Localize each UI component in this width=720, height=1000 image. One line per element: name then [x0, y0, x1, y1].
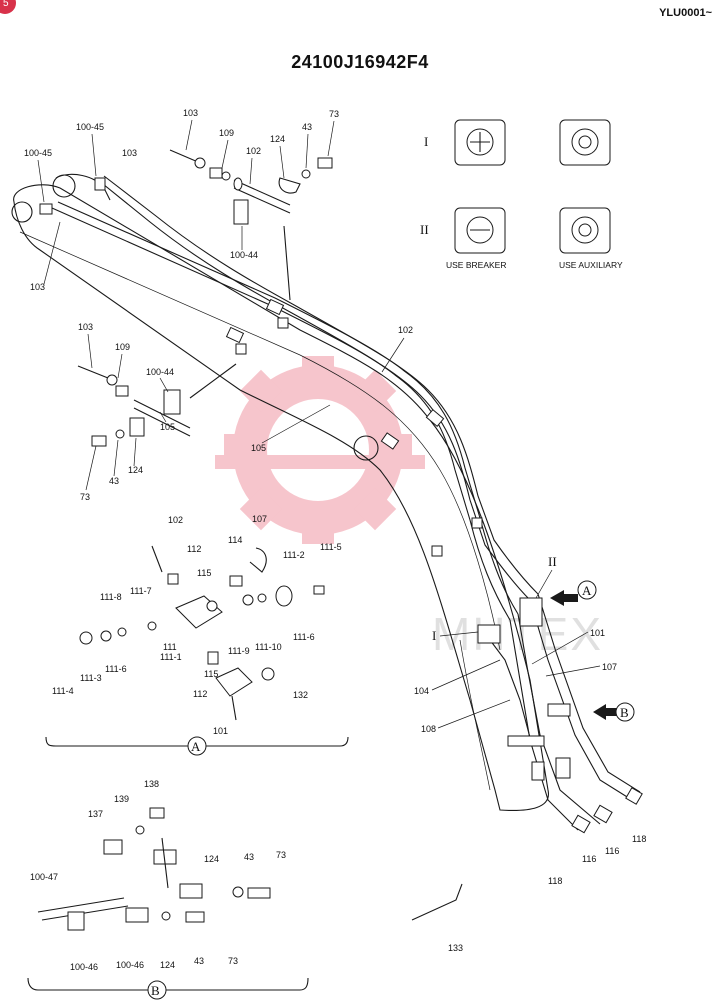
label-100-46-right: 100-46 — [116, 960, 144, 970]
arrow-marker-b — [593, 702, 635, 722]
label-100-44-upper: 100-44 — [230, 250, 258, 260]
label-124-middle: 124 — [128, 465, 143, 475]
label-102-upper: 102 — [246, 146, 261, 156]
label-105-middle: 105 — [160, 422, 175, 432]
label-124-detail-b-lower: 124 — [160, 960, 175, 970]
label-112-upper: 112 — [187, 544, 201, 554]
label-111-5: 111-5 — [320, 542, 342, 552]
label-103-top: 103 — [122, 148, 137, 158]
middle-clamp-parts — [77, 363, 237, 447]
label-137: 137 — [88, 809, 103, 819]
leader-lines — [37, 119, 601, 729]
label-116-left: 116 — [582, 854, 596, 864]
page-number: 5 — [3, 0, 9, 9]
label-112-lower: 112 — [193, 689, 207, 699]
use-breaker-label: USE BREAKER — [446, 260, 506, 270]
label-43-middle: 43 — [109, 476, 119, 486]
label-111-8: 111-8 — [100, 592, 122, 602]
detail-b-callout: B — [151, 983, 160, 998]
label-100-44-middle: 100-44 — [146, 367, 174, 377]
label-109-upper: 109 — [219, 128, 234, 138]
label-139: 139 — [114, 794, 129, 804]
label-111-3: 111-3 — [80, 673, 102, 683]
label-111-7: 111-7 — [130, 586, 152, 596]
label-118-left: 118 — [548, 876, 562, 886]
label-109-middle: 109 — [115, 342, 130, 352]
label-114: 114 — [228, 535, 242, 545]
part-number-title: 24100J16942F4 — [291, 52, 429, 72]
label-105-boom: 105 — [251, 443, 266, 453]
label-138: 138 — [144, 779, 159, 789]
inset-row-i-label: I — [424, 134, 428, 149]
valve-diagram-ii-left — [454, 207, 506, 254]
label-132: 132 — [293, 690, 308, 700]
detail-a-exploded-parts — [45, 545, 349, 756]
label-43-upper: 43 — [302, 122, 312, 132]
use-auxiliary-label: USE AUXILIARY — [559, 260, 623, 270]
label-100-46-left: 100-46 — [70, 962, 98, 972]
arrow-a-letter: A — [582, 583, 592, 598]
label-133: 133 — [448, 943, 463, 953]
label-111: 111 — [163, 642, 177, 652]
label-valve-ii: II — [548, 554, 557, 569]
label-73-detail-b-lower: 73 — [228, 956, 238, 966]
detail-b-exploded-parts — [27, 807, 309, 1000]
label-73-detail-b-upper: 73 — [276, 850, 286, 860]
part-number-labels: 100-45 100-45 103 103 103 103 109 102 12… — [24, 108, 646, 972]
label-101-detail-a: 101 — [213, 726, 228, 736]
label-101-right: 101 — [590, 628, 605, 638]
label-43-detail-b-lower: 43 — [194, 956, 204, 966]
model-code: YLU0001~ — [659, 7, 712, 19]
label-111-1: 111-1 — [160, 652, 182, 662]
label-124-detail-b-upper: 124 — [204, 854, 219, 864]
label-116-right: 116 — [605, 846, 619, 856]
hex-wrench-part — [411, 883, 463, 921]
label-111-10: 111-10 — [255, 642, 282, 652]
upper-clamp-parts — [169, 149, 333, 301]
arrow-marker-a — [550, 580, 597, 606]
arrow-b-letter: B — [620, 705, 629, 720]
label-111-9: 111-9 — [228, 646, 250, 656]
label-115-lower: 115 — [204, 669, 218, 679]
pipe-clamps — [39, 177, 483, 557]
label-107-right: 107 — [602, 662, 617, 672]
label-102-boom: 102 — [398, 325, 413, 335]
inset-row-ii-label: II — [420, 222, 429, 237]
label-104: 104 — [414, 686, 429, 696]
label-111-4: 111-4 — [52, 686, 74, 696]
label-124-upper: 124 — [270, 134, 285, 144]
valve-diagram-ii-right — [559, 207, 611, 254]
label-103-left: 103 — [30, 282, 45, 292]
label-73-upper: 73 — [329, 109, 339, 119]
page-number-tab[interactable]: 5 — [0, 0, 16, 14]
label-111-6-left: 111-6 — [105, 664, 127, 674]
valve-diagram-i-right — [559, 119, 611, 166]
label-73-middle: 73 — [80, 492, 90, 502]
label-111-2: 111-2 — [283, 550, 305, 560]
label-118-right: 118 — [632, 834, 646, 844]
selector-valve-assembly — [477, 597, 643, 834]
hydraulic-pipe-lines — [51, 175, 641, 831]
label-111-6-right: 111-6 — [293, 632, 315, 642]
valve-diagram-i-left — [454, 119, 506, 166]
gear-logo-icon — [215, 356, 425, 544]
label-115-upper: 115 — [197, 568, 211, 578]
label-103-upper: 103 — [183, 108, 198, 118]
label-100-45-left: 100-45 — [24, 148, 52, 158]
detail-a-callout: A — [191, 739, 201, 754]
label-108: 108 — [421, 724, 436, 734]
label-valve-i: I — [432, 628, 436, 643]
label-107-detail-a: 107 — [252, 514, 267, 524]
label-100-47: 100-47 — [30, 872, 58, 882]
label-103-middle: 103 — [78, 322, 93, 332]
label-43-detail-b-upper: 43 — [244, 852, 254, 862]
label-102-detail-a: 102 — [168, 515, 183, 525]
valve-setting-inset — [454, 119, 611, 254]
label-100-45-upper: 100-45 — [76, 122, 104, 132]
boom-outline — [11, 173, 549, 811]
